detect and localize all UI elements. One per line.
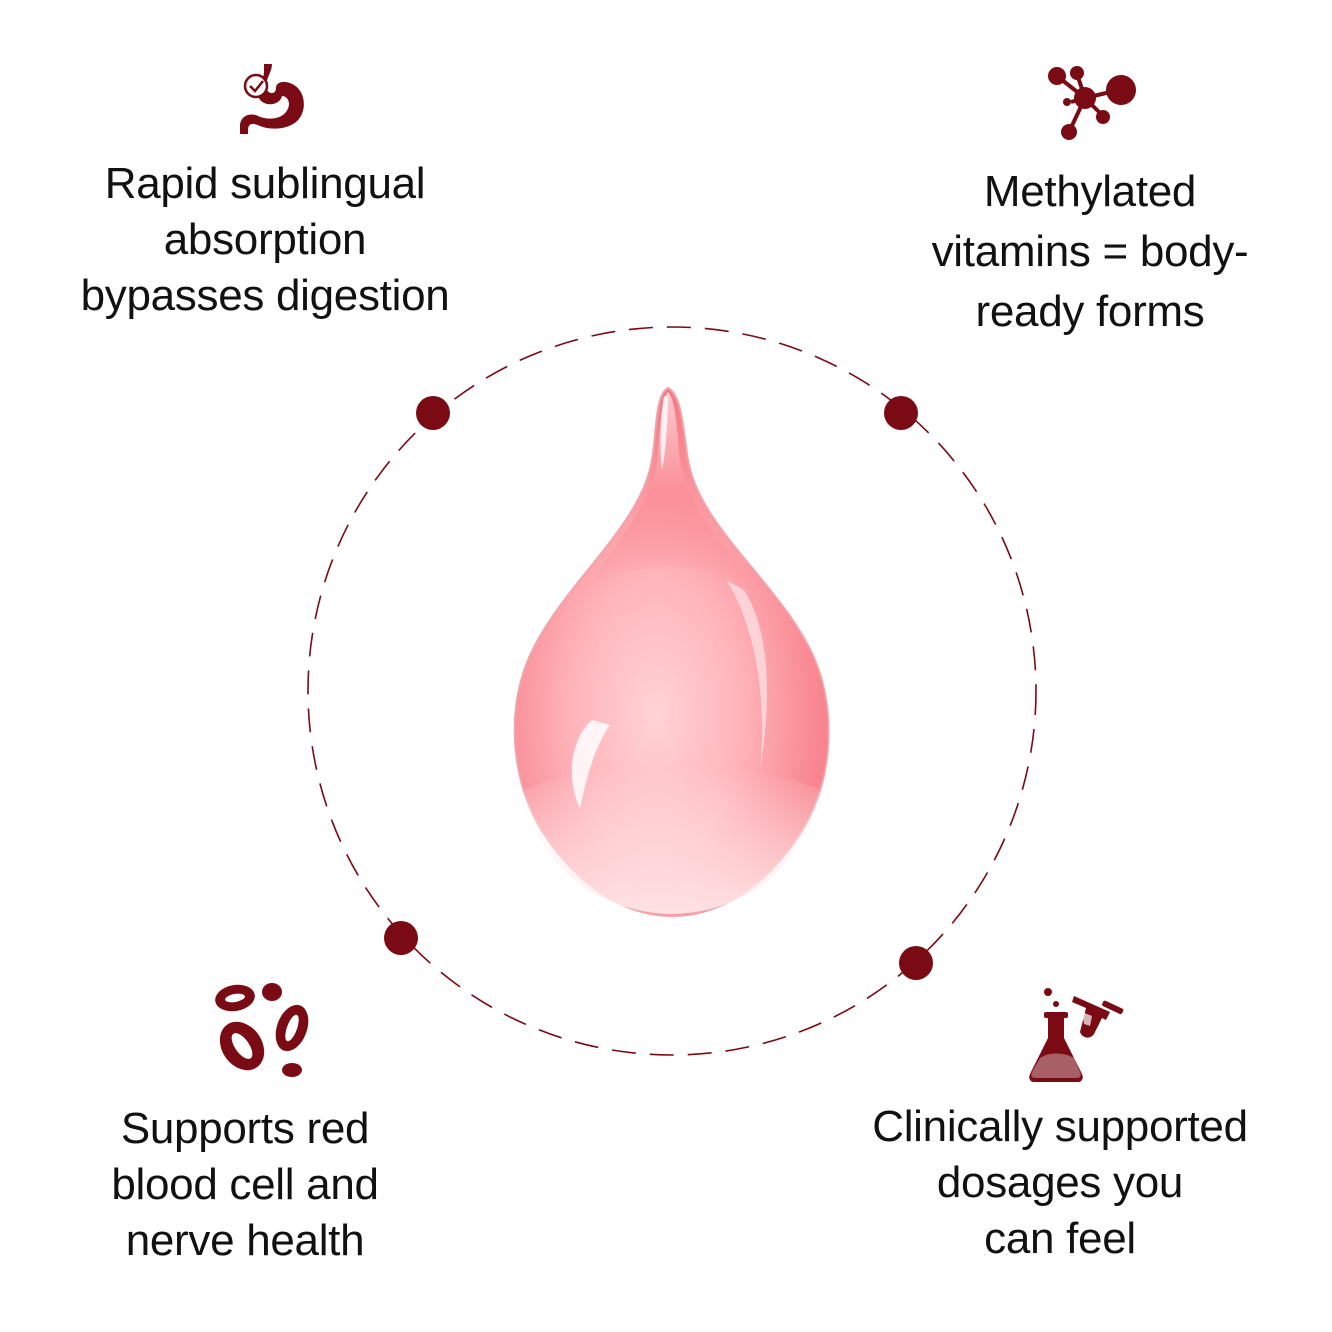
feature-text-line: dosages you [936,1158,1184,1207]
molecule-icon [1048,66,1136,140]
feature-text-line: Rapid sublingual [104,159,426,208]
stomach-check-icon [240,64,304,134]
feature-text-line: vitamins = body- [931,227,1249,276]
feature-methylated-vitamins: Methylated vitamins = body- ready forms [890,162,1290,342]
feature-text-line: blood cell and [111,1160,379,1209]
feature-clinical-dosages: Clinically supported dosages you can fee… [840,1099,1280,1267]
orbit-dot-top-left [416,396,450,430]
feature-text-line: can feel [984,1214,1136,1263]
feature-text-line: bypasses digestion [80,271,450,320]
feature-text-line: Methylated [983,167,1197,216]
feature-text-line: Supports red [120,1104,370,1153]
feature-red-blood-cell-support: Supports red blood cell and nerve health [45,1101,445,1269]
feature-text-line: nerve health [125,1216,365,1265]
pink-droplet-icon [513,386,830,918]
orbit-dashed-circle [307,326,1037,1056]
orbit-dot-bottom-right [899,946,933,980]
feature-text-line: Clinically supported [872,1102,1248,1151]
lab-flask-icon [1029,988,1124,1082]
red-blood-cells-icon [215,983,309,1077]
feature-text-line: ready forms [975,287,1205,336]
orbit-dot-bottom-left [384,921,418,955]
feature-text-line: absorption [163,215,367,264]
feature-sublingual-absorption: Rapid sublingual absorption bypasses dig… [40,156,490,324]
orbit-dot-top-right [884,396,918,430]
